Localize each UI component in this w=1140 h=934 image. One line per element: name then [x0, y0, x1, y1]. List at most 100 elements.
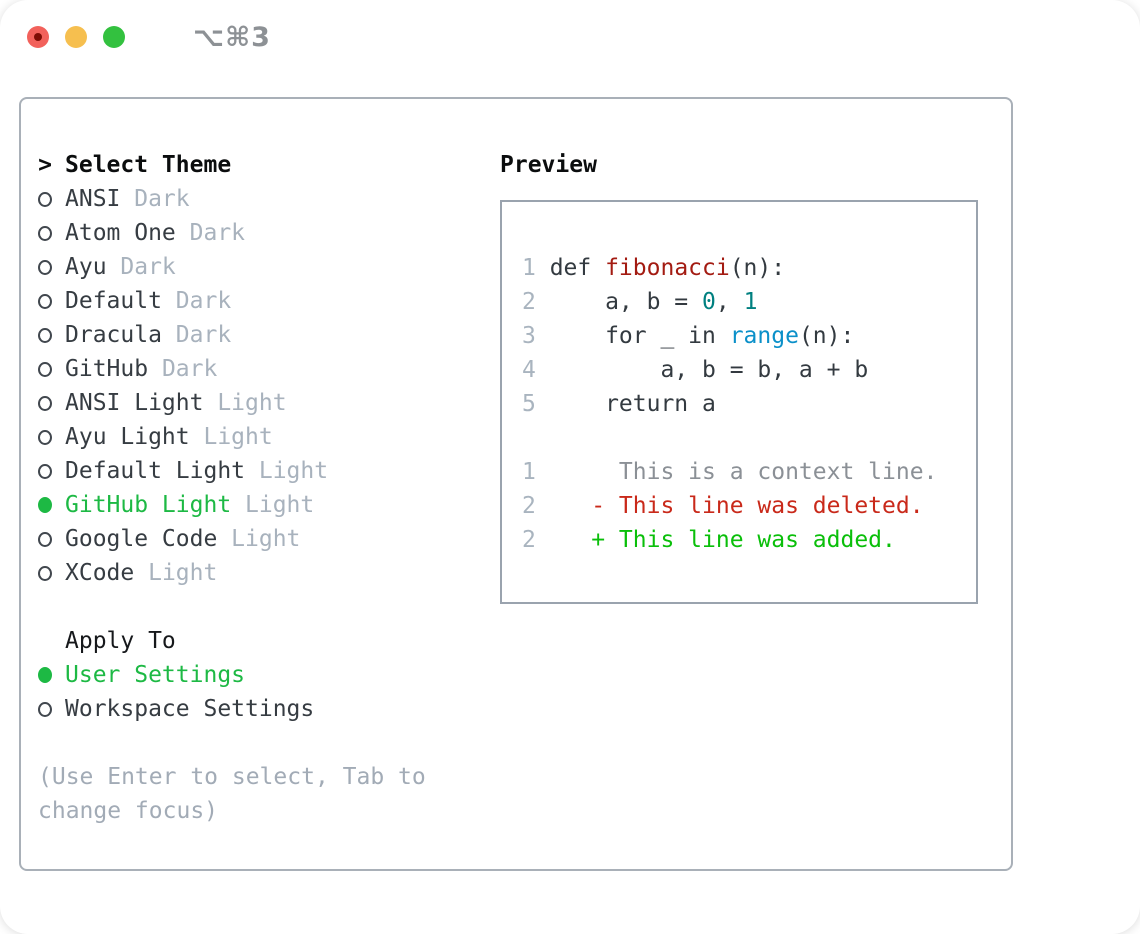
theme-tag: Light: [148, 560, 218, 586]
apply-to-list: User Settings Workspace Settings: [38, 658, 426, 726]
select-theme-header: > Select Theme: [38, 148, 426, 182]
theme-option[interactable]: Google Code Light: [38, 522, 426, 556]
help-text-line-2: change focus): [38, 798, 219, 824]
theme-option[interactable]: ANSI Dark: [38, 182, 426, 216]
code-segment: (n):: [729, 255, 786, 281]
select-theme-title: Select Theme: [65, 152, 232, 178]
theme-name: Ayu: [65, 254, 107, 280]
theme-tag: Dark: [161, 356, 218, 382]
line-number: 1: [522, 459, 536, 485]
theme-list: ANSI Dark Atom One Dark Ayu Dark Default…: [38, 182, 426, 590]
radio-icon: [38, 701, 52, 717]
theme-name: Default: [65, 288, 162, 314]
line-number: 5: [522, 391, 536, 417]
radio-icon: [38, 225, 52, 241]
code-line: 2 a, b = 0, 1: [522, 285, 976, 319]
apply-to-option[interactable]: User Settings: [38, 658, 426, 692]
theme-option[interactable]: XCode Light: [38, 556, 426, 590]
code-line: 5 return a: [522, 387, 976, 421]
code-segment: 0: [702, 289, 716, 315]
theme-picker-panel: > Select Theme ANSI Dark Atom One Dark A…: [19, 97, 1013, 871]
zoom-button[interactable]: [103, 26, 125, 48]
theme-tag: Light: [217, 390, 287, 416]
minimize-button[interactable]: [65, 26, 87, 48]
code-segment: fibonacci: [605, 255, 730, 281]
code-segment: range: [729, 323, 799, 349]
apply-option-name: Workspace Settings: [65, 696, 315, 722]
theme-option[interactable]: Ayu Dark: [38, 250, 426, 284]
code-segment: 1: [743, 289, 758, 315]
theme-name: XCode: [65, 560, 135, 586]
help-text-line-1: (Use Enter to select, Tab to: [38, 764, 426, 790]
theme-tag: Dark: [134, 186, 190, 212]
radio-icon: [38, 259, 52, 275]
line-number: 3: [522, 323, 536, 349]
theme-tag: Dark: [175, 288, 232, 314]
theme-tag: Dark: [189, 220, 246, 246]
code-line: [522, 421, 976, 455]
radio-icon: [38, 667, 52, 683]
close-button[interactable]: [27, 26, 49, 48]
code-line: 4 a, b = b, a + b: [522, 353, 976, 387]
preview-title: Preview: [500, 152, 597, 178]
theme-option[interactable]: ANSI Light Light: [38, 386, 426, 420]
title-bar: ⌥⌘3: [0, 0, 1140, 74]
radio-icon: [38, 361, 52, 377]
code-segment: ,: [715, 289, 744, 315]
apply-to-option[interactable]: Workspace Settings: [38, 692, 426, 726]
cursor-icon: >: [38, 152, 52, 178]
code-line: 3 for _ in range(n):: [522, 319, 976, 353]
radio-icon: [38, 293, 52, 309]
code-segment: a, b =: [549, 289, 703, 315]
theme-tag: Dark: [120, 254, 176, 280]
theme-option[interactable]: Default Light Light: [38, 454, 426, 488]
theme-list-column: > Select Theme ANSI Dark Atom One Dark A…: [38, 148, 426, 828]
theme-name: GitHub: [65, 356, 149, 382]
code-line: 2 - This line was deleted.: [522, 489, 976, 523]
theme-option[interactable]: Dracula Dark: [38, 318, 426, 352]
theme-option[interactable]: GitHub Dark: [38, 352, 426, 386]
code-segment: a, b = b, a + b: [549, 357, 869, 383]
theme-tag: Light: [203, 424, 273, 450]
code-segment: + This line was added.: [549, 527, 896, 553]
radio-icon: [38, 463, 52, 479]
theme-name: Atom One: [65, 220, 176, 246]
code-line: 2 + This line was added.: [522, 523, 976, 557]
apply-to-header: Apply To: [38, 624, 426, 658]
radio-icon: [38, 565, 52, 581]
window-title: ⌥⌘3: [193, 21, 271, 53]
theme-option[interactable]: Atom One Dark: [38, 216, 426, 250]
theme-name: ANSI Light: [65, 390, 204, 416]
theme-option[interactable]: GitHub Light Light: [38, 488, 426, 522]
apply-option-name: User Settings: [65, 662, 246, 688]
theme-name: GitHub Light: [65, 492, 232, 518]
line-number: 1: [522, 255, 536, 281]
theme-option[interactable]: Ayu Light Light: [38, 420, 426, 454]
theme-name: Dracula: [65, 322, 162, 348]
radio-icon: [38, 327, 52, 343]
theme-option[interactable]: Default Dark: [38, 284, 426, 318]
apply-to-title: Apply To: [65, 628, 176, 654]
code-segment: This is a context line.: [549, 459, 938, 485]
theme-name: Ayu Light: [65, 424, 190, 450]
line-number: 2: [522, 493, 536, 519]
theme-name: Google Code: [65, 526, 218, 552]
theme-tag: Dark: [175, 322, 232, 348]
radio-icon: [38, 395, 52, 411]
radio-icon: [38, 531, 52, 547]
radio-icon: [38, 191, 52, 207]
radio-icon: [38, 429, 52, 445]
line-number: 2: [522, 527, 536, 553]
theme-name: Default Light: [65, 458, 246, 484]
theme-tag: Light: [258, 458, 329, 484]
theme-tag: Light: [231, 526, 301, 552]
code-segment: - This line was deleted.: [549, 493, 924, 519]
radio-icon: [38, 497, 52, 513]
code-line: 1 This is a context line.: [522, 455, 976, 489]
code-segment: (n):: [798, 323, 855, 349]
code-segment: return a: [549, 391, 716, 417]
